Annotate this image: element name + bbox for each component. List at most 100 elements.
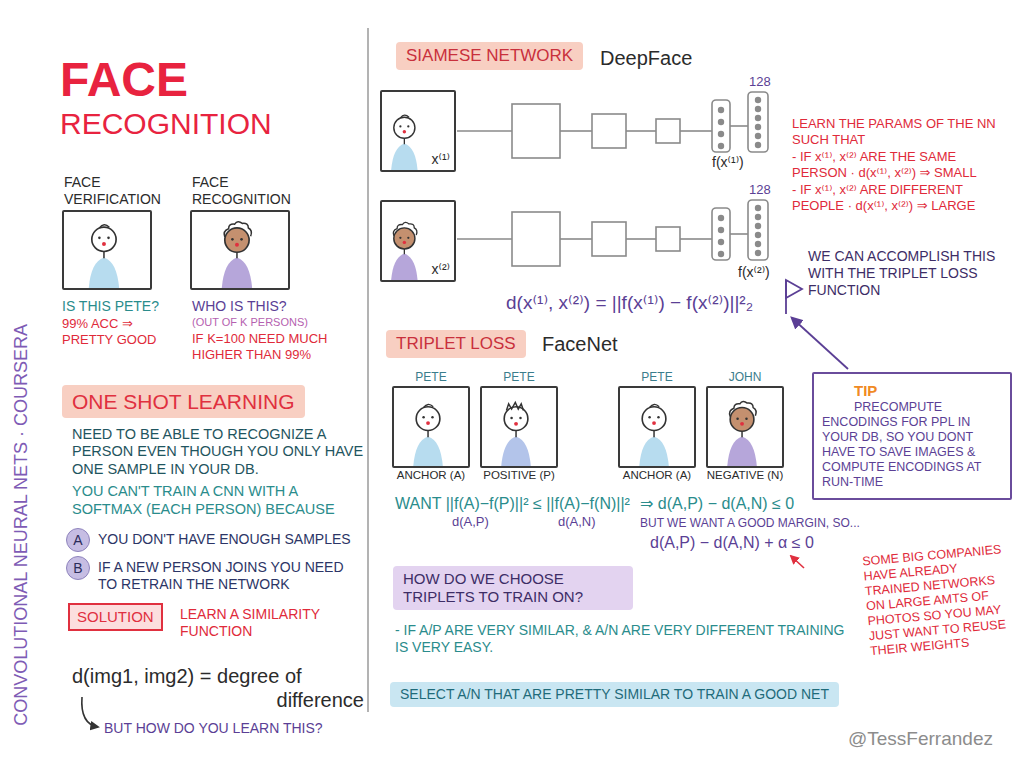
question-text: WHO IS THIS? <box>192 298 287 315</box>
network-layers <box>560 238 592 240</box>
encoding-label: f(x⁽²⁾) <box>738 264 770 281</box>
network-layers <box>560 130 592 132</box>
person-figure <box>391 115 417 170</box>
vector-dots <box>718 143 724 149</box>
node-heading: SELECT A/N THAT ARE PRETTY SIMILAR TO TR… <box>400 686 829 703</box>
vector-size: 128 <box>749 182 771 198</box>
photo-frame: PETEANCHOR (A) <box>618 386 696 468</box>
aside-note: (OUT OF K PERSONS) <box>192 316 308 329</box>
network-layers <box>592 222 626 256</box>
pointer-flag <box>792 318 848 369</box>
formula: d(x⁽¹⁾, x⁽²⁾) = ||f(x⁽¹⁾) − f(x⁽²⁾)||²₂ <box>506 292 753 315</box>
network-layers <box>626 130 656 132</box>
vector-dots <box>755 133 761 139</box>
photo-frame: JOHNNEGATIVE (N) <box>706 386 784 468</box>
note-text: - IF x⁽¹⁾, x⁽²⁾ ARE DIFFERENT PEOPLE · d… <box>792 182 1010 213</box>
node-heading: x⁽¹⁾ <box>431 151 450 168</box>
formula-part: d(A,N) <box>558 514 596 530</box>
network-layers <box>512 104 560 158</box>
note-text: BUT WE WANT A GOOD MARGIN, SO... <box>640 516 860 530</box>
person-figure <box>501 402 531 466</box>
person-figure <box>727 401 757 466</box>
photo-frame: x⁽²⁾ <box>380 200 456 282</box>
network-layers <box>626 238 656 240</box>
vector-dots <box>755 241 761 247</box>
network-layers <box>457 92 768 266</box>
node-heading: B <box>73 560 82 577</box>
highlight-band: HOW DO WE CHOOSE TRIPLETS TO TRAIN ON? <box>393 566 633 610</box>
solution-box: SOLUTION <box>68 603 163 631</box>
node-heading: TRIPLET LOSS <box>396 334 516 354</box>
person-figure <box>222 222 252 288</box>
question-text: IS THIS PETE? <box>62 298 159 315</box>
formula: WANT ||f(A)−f(P)||² ≤ ||f(A)−f(N)||² <box>395 494 630 513</box>
network-layers <box>730 233 748 235</box>
vector-size: 128 <box>749 74 771 90</box>
question-text: BUT HOW DO YOU LEARN THIS? <box>104 720 323 737</box>
node-heading: SIAMESE NETWORK <box>406 46 573 66</box>
accuracy-note: IF K=100 NEED MUCH HIGHER THAN 99% <box>192 331 352 362</box>
person-figure <box>639 404 669 466</box>
node-body: POSITIVE (P) <box>483 469 555 483</box>
vector-dots <box>755 214 761 220</box>
note-text: - IF x⁽¹⁾, x⁽²⁾ ARE THE SAME PERSON · d(… <box>792 149 1010 180</box>
source-name: DeepFace <box>600 46 692 70</box>
node-body: ANCHOR (A) <box>623 469 691 483</box>
letter-circle: B <box>66 556 90 580</box>
node-body: NEGATIVE (N) <box>707 469 783 483</box>
vector-dots <box>755 142 761 148</box>
accuracy-note: 99% ACC ⇒ PRETTY GOOD <box>62 316 180 347</box>
node-heading: SOLUTION <box>77 608 154 626</box>
body-text: NEED TO BE ABLE TO RECOGNIZE A PERSON EV… <box>72 426 364 478</box>
pointer-flag <box>786 280 802 298</box>
highlight-band: SIAMESE NETWORK <box>396 42 583 70</box>
vector-dots <box>718 215 724 221</box>
formula: ⇒ d(A,P) − d(A,N) ≤ 0 <box>640 494 794 513</box>
reason-text: IF A NEW PERSON JOINS YOU NEED TO RETRAI… <box>98 559 366 593</box>
photo-frame: PETEPOSITIVE (P) <box>480 386 558 468</box>
node-heading: PETE <box>641 370 672 384</box>
formula: d(img1, img2) = degree of difference <box>72 664 364 712</box>
network-layers <box>712 100 730 152</box>
formula-part: d(A,P) <box>452 514 489 530</box>
network-layers <box>656 227 680 251</box>
node-heading: PETE <box>415 370 446 384</box>
tip-box: TIPPRECOMPUTE ENCODINGS FOR PPL IN YOUR … <box>812 372 1012 500</box>
column-divider <box>367 28 369 712</box>
curved-arrow <box>82 697 98 727</box>
note-text: LEARN THE PARAMS OF THE NN SUCH THAT <box>792 116 1010 147</box>
vector-dots <box>718 119 724 125</box>
network-layers <box>748 200 768 260</box>
icon-space <box>822 382 854 412</box>
highlight-band: SELECT A/N THAT ARE PRETTY SIMILAR TO TR… <box>390 682 839 707</box>
vector-dots <box>755 250 761 256</box>
reason-text: YOU DON'T HAVE ENOUGH SAMPLES <box>98 531 366 548</box>
network-layers <box>656 119 680 143</box>
formula: d(A,P) − d(A,N) + α ≤ 0 <box>650 533 814 552</box>
network-layers <box>512 212 560 266</box>
vector-dots <box>718 131 724 137</box>
solution-text: LEARN A SIMILARITY FUNCTION <box>180 606 360 640</box>
margin-arrow <box>791 556 804 568</box>
person-figure <box>391 222 417 280</box>
vector-dots <box>755 124 761 130</box>
margin-arrow <box>791 556 804 568</box>
network-layers <box>680 130 712 132</box>
vector-dots <box>718 97 761 257</box>
vector-dots <box>755 115 761 121</box>
highlight-band: ONE SHOT LEARNING <box>62 385 305 418</box>
vector-dots <box>718 239 724 245</box>
person-figure <box>413 404 443 466</box>
letter-circle: A <box>66 528 90 552</box>
photo-frame: PETEANCHOR (A) <box>392 386 470 468</box>
photo-frame: x⁽¹⁾ <box>380 90 456 172</box>
vector-dots <box>718 107 724 113</box>
node-heading: x⁽²⁾ <box>431 261 450 278</box>
column-divider <box>368 28 369 712</box>
node-heading: HOW DO WE CHOOSE TRIPLETS TO TRAIN ON? <box>403 570 623 606</box>
network-layers <box>457 130 512 132</box>
network-layers <box>712 208 730 260</box>
node-heading: FACE VERIFICATION <box>64 174 184 208</box>
node-heading: A <box>73 532 82 549</box>
vector-dots <box>718 251 724 257</box>
